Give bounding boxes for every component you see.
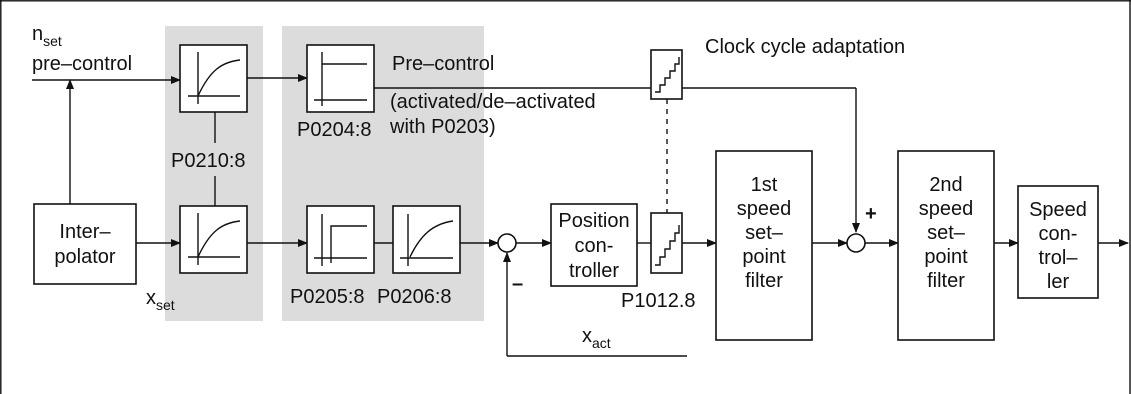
plus-sign: + (865, 203, 877, 225)
speed-filter-1-label-4: point (742, 246, 786, 268)
bottom-clock-adaptation-block (650, 212, 683, 274)
p0204-label: P0204:8 (297, 119, 372, 141)
p0206-label: P0206:8 (377, 286, 452, 308)
p0204-step-icon (314, 52, 367, 106)
speed-controller-block (1017, 185, 1099, 299)
bottom-staircase-icon (655, 225, 680, 266)
speed-controller-label-1: Speed (1029, 199, 1087, 221)
clock-cycle-label: Clock cycle adaptation (705, 36, 905, 58)
speed-filter-1-label-2: speed (737, 198, 792, 220)
top-staircase-icon (655, 57, 680, 93)
speed-filter-1-label-1: 1st (751, 174, 778, 196)
summing-junction-2 (846, 233, 866, 253)
p0205-step-icon (314, 214, 367, 266)
speed-filter-2-label-4: point (924, 246, 968, 268)
pre-control-input-label: pre–control (32, 53, 132, 75)
speed-controller-label-4: ler (1047, 271, 1070, 293)
p0210-label: P0210:8 (171, 150, 246, 172)
speed-filter-2-label-5: filter (927, 270, 965, 292)
top-fine-interpolator-curve-icon (188, 52, 241, 104)
position-controller-label-3: troller (569, 260, 619, 282)
speed-controller-label-2: con- (1039, 223, 1078, 245)
speed-filter-1-label-5: filter (745, 270, 783, 292)
speed-filter-2-label-2: speed (919, 198, 974, 220)
pre-control-label: Pre–control (392, 53, 494, 75)
interpolator-block (33, 203, 137, 285)
interpolator-label-1: Inter– (59, 221, 111, 243)
speed-filter-1-label-3: set– (745, 222, 784, 244)
p0205-block (306, 205, 375, 274)
position-controller-label-2: con- (575, 235, 614, 257)
p0204-step-block (306, 44, 375, 113)
x-act-label: xact (582, 325, 611, 351)
speed-filter-2-block (897, 150, 995, 341)
p0205-label: P0205:8 (290, 286, 365, 308)
activated-note-line1: (activated/de–activated (390, 91, 596, 113)
speed-filter-2-label-1: 2nd (929, 174, 962, 196)
speed-controller-label-3: trol– (1039, 247, 1079, 269)
x-set-label: xset (146, 287, 175, 313)
interpolator-label-2: polator (54, 246, 115, 268)
bottom-fine-interpolator-curve-icon (188, 213, 241, 265)
bottom-fine-interpolator-block (179, 205, 248, 274)
speed-filter-1-block (715, 150, 813, 341)
top-clock-adaptation-block (650, 49, 683, 100)
speed-filter-2-label-3: set– (927, 222, 966, 244)
position-controller-label-1: Position (558, 210, 629, 232)
p0206-block (392, 205, 461, 274)
p0206-curve-icon (400, 214, 454, 266)
position-controller-block (550, 203, 638, 287)
minus-sign: – (512, 273, 523, 295)
top-fine-interpolator-block (179, 44, 248, 113)
p1012-label: P1012.8 (621, 290, 696, 312)
n-set-label: nset (32, 23, 62, 49)
summing-junction-1 (497, 233, 517, 253)
activated-note-line2: with P0203) (389, 116, 496, 138)
